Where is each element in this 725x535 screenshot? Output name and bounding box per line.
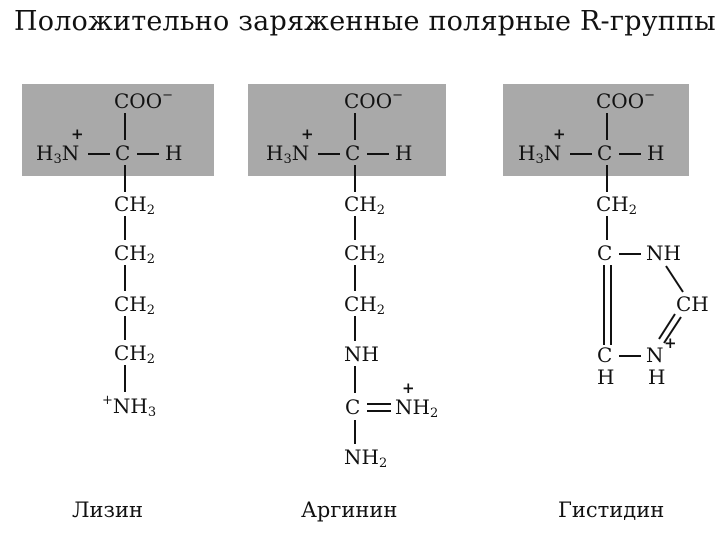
lysine-bond-2 [124, 216, 126, 240]
histidine-bond-nh-ch [665, 265, 684, 293]
arginine-amino-group: H3N [266, 141, 310, 167]
arginine-bond-ca-h [367, 153, 389, 155]
lysine-bond-1 [124, 165, 126, 192]
arginine-bond-ca-coo [354, 113, 356, 140]
histidine-h-on-c: H [597, 365, 615, 389]
lysine-backbone-highlight [22, 84, 214, 176]
histidine-ring-ch: CH [676, 292, 709, 316]
arginine-name: Аргинин [301, 498, 398, 522]
lysine-ch2-3: CH2 [114, 292, 156, 318]
arginine-guanidino-carbon: C [345, 395, 361, 419]
arginine-double-bond-upper [367, 403, 391, 405]
histidine-h-on-n: H [648, 365, 666, 389]
histidine-backbone-highlight [503, 84, 689, 176]
arginine-backbone-highlight [248, 84, 446, 176]
histidine-carboxylate: COO− [596, 88, 656, 113]
lysine-amino-charge: + [71, 125, 84, 143]
histidine-bond-2 [606, 216, 608, 240]
arginine-ch2-3: CH2 [344, 292, 386, 318]
histidine-ring-nh: NH [646, 241, 681, 265]
histidine-bond-c-n [619, 355, 641, 357]
lysine-amino-group: H3N [36, 141, 80, 167]
arginine-bond-1 [354, 165, 356, 192]
histidine-ring-double-bond-left [603, 265, 605, 345]
lysine-ch2-1: CH2 [114, 192, 156, 218]
histidine-ring-n: N [646, 343, 664, 367]
arginine-guanidino-charge: + [402, 379, 415, 397]
histidine-ring-double-bond-right [610, 265, 612, 345]
histidine-bond-ch-n-outer [663, 316, 682, 344]
lysine-ammonium: +NH3 [102, 393, 157, 420]
arginine-nh: NH [344, 342, 379, 366]
lysine-bond-3 [124, 265, 126, 291]
lysine-bond-5 [124, 365, 126, 392]
lysine-ch2-2: CH2 [114, 241, 156, 267]
arginine-bond-3 [354, 265, 356, 291]
histidine-bond-1 [606, 165, 608, 192]
page-title: Положительно заряженные полярные R-групп… [14, 6, 716, 37]
histidine-alpha-carbon: C [597, 141, 613, 165]
histidine-ring-c-top: C [597, 241, 613, 265]
histidine-amino-group: H3N [518, 141, 562, 167]
lysine-bond-4 [124, 316, 126, 340]
lysine-bond-ca-coo [124, 113, 126, 140]
lysine-name: Лизин [72, 498, 143, 522]
histidine-alpha-hydrogen: H [647, 141, 665, 165]
arginine-alpha-carbon: C [345, 141, 361, 165]
arginine-bond-n-ca [318, 153, 340, 155]
lysine-alpha-carbon: C [115, 141, 131, 165]
arginine-ch2-2: CH2 [344, 241, 386, 267]
histidine-bond-c-nh [619, 253, 641, 255]
arginine-nh2-right: NH2 [395, 395, 439, 421]
lysine-bond-n-ca [88, 153, 110, 155]
histidine-ch2: CH2 [596, 192, 638, 218]
arginine-bond-4 [354, 316, 356, 341]
histidine-bond-ca-h [619, 153, 641, 155]
arginine-double-bond-lower [367, 410, 391, 412]
lysine-bond-ca-h [137, 153, 159, 155]
arginine-bond-2 [354, 216, 356, 240]
arginine-carboxylate: COO− [344, 88, 404, 113]
histidine-ring-c-bottom: C [597, 343, 613, 367]
arginine-alpha-hydrogen: H [395, 141, 413, 165]
arginine-bond-6 [354, 420, 356, 444]
arginine-bond-5 [354, 366, 356, 393]
histidine-bond-ch-n-inner [658, 313, 676, 340]
histidine-bond-ca-coo [606, 113, 608, 140]
lysine-carboxylate: COO− [114, 88, 174, 113]
arginine-ch2-1: CH2 [344, 192, 386, 218]
lysine-ch2-4: CH2 [114, 341, 156, 367]
lysine-alpha-hydrogen: H [165, 141, 183, 165]
arginine-nh2-bottom: NH2 [344, 445, 388, 471]
histidine-bond-n-ca [570, 153, 592, 155]
histidine-name: Гистидин [558, 498, 665, 522]
arginine-amino-charge: + [301, 125, 314, 143]
histidine-amino-charge: + [553, 125, 566, 143]
